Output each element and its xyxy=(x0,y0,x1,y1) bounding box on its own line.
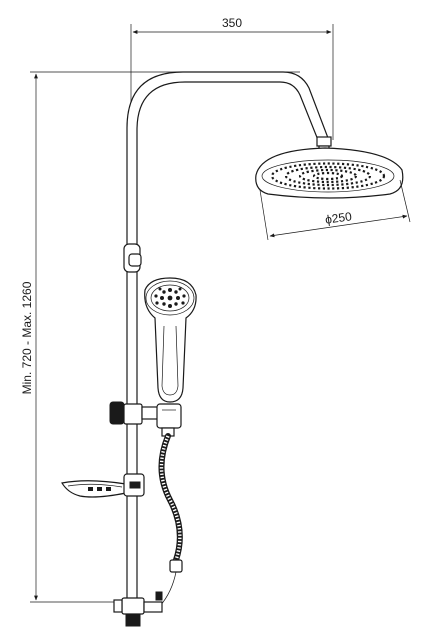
upper-wall-bracket xyxy=(123,243,142,273)
soap-dish xyxy=(61,473,145,498)
hand-shower-body xyxy=(144,277,197,403)
diameter-dimension: ϕ250 xyxy=(259,179,411,241)
hand-shower-cradle xyxy=(156,403,182,429)
nozzle-ring-outer xyxy=(270,162,386,190)
nozzle-ring-inner xyxy=(298,168,358,184)
hand-shower-grip xyxy=(161,325,179,396)
diameter-dimension-line xyxy=(269,214,408,238)
diverter-outlet xyxy=(143,601,163,613)
diameter-label: ϕ250 xyxy=(324,209,353,227)
diverter-base xyxy=(125,613,141,627)
diverter-valve xyxy=(113,591,163,627)
soap-dish-tray xyxy=(61,480,127,498)
shower-arm-nut xyxy=(316,136,332,147)
diverter-body xyxy=(121,597,145,615)
hand-shower-nozzles xyxy=(154,287,186,308)
rain-shower-head xyxy=(255,136,404,199)
diverter-handle xyxy=(155,591,163,601)
hose-lower-nut xyxy=(169,559,183,573)
diameter-extension-right xyxy=(399,179,411,223)
hand-shower xyxy=(144,277,197,403)
diameter-extension-left xyxy=(259,189,269,241)
sliding-holder xyxy=(109,401,182,437)
nozzle-ring-middle xyxy=(284,165,372,187)
width-label: 350 xyxy=(222,16,242,30)
height-label: Min. 720 - Max. 1260 xyxy=(20,281,34,394)
riser-rail xyxy=(126,71,329,600)
holder-knob xyxy=(109,401,125,425)
